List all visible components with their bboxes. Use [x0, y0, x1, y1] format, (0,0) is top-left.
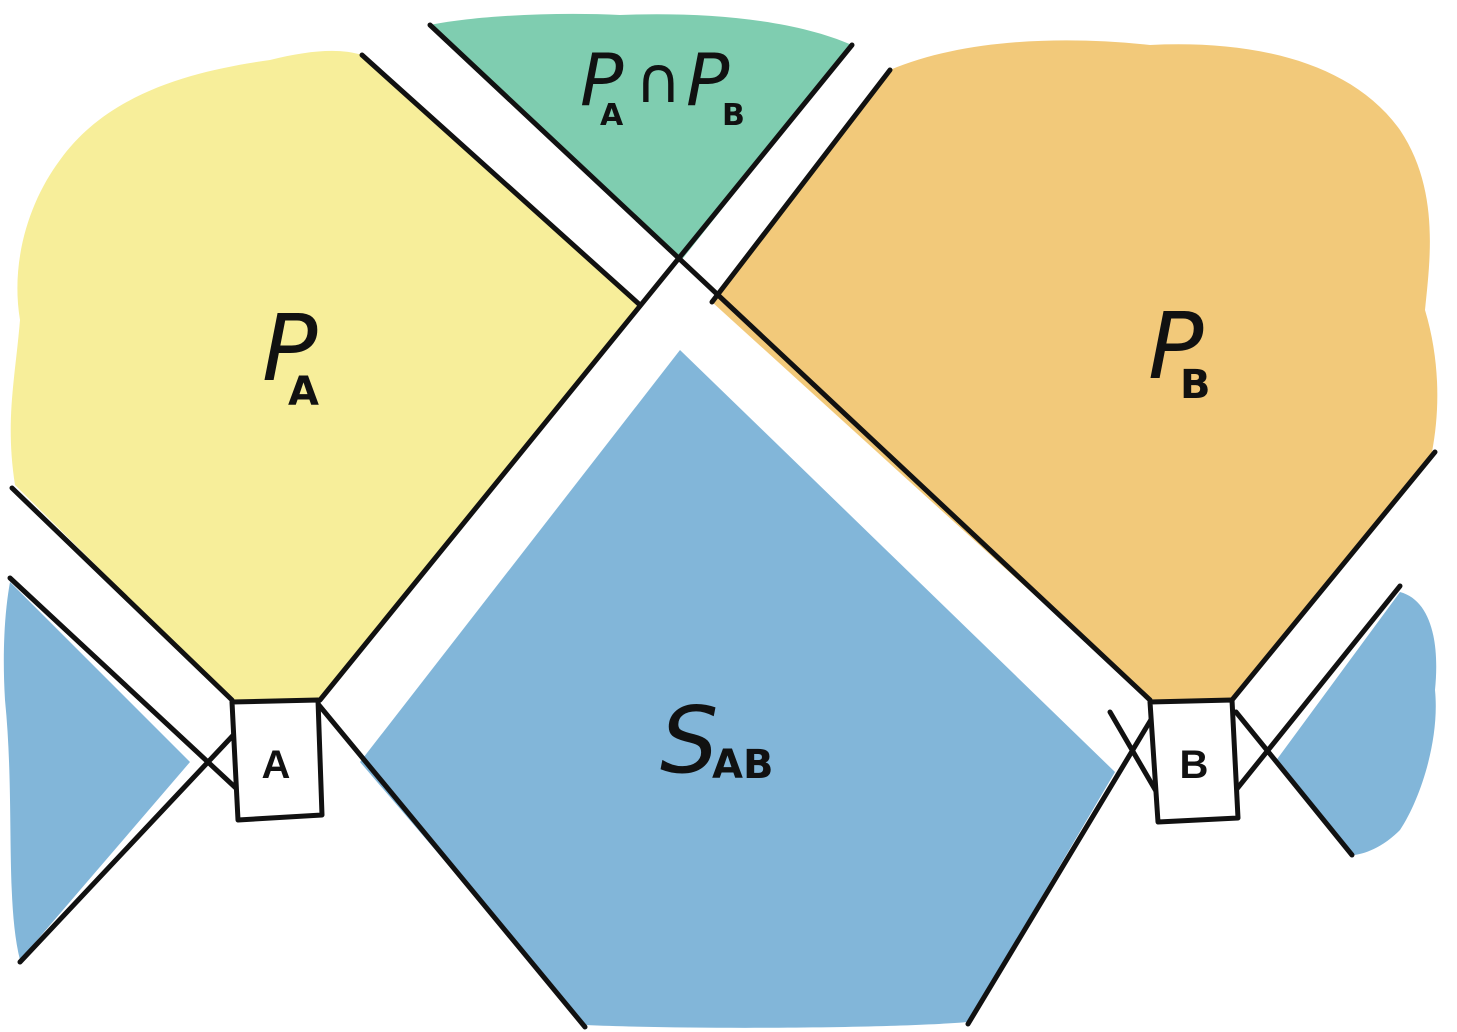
- region-sab-right: [1275, 592, 1437, 855]
- label-sab: S AB: [660, 687, 773, 794]
- label-intersection-left-main: P: [580, 38, 624, 122]
- label-pa-sub: A: [288, 369, 319, 415]
- node-b-label: B: [1180, 743, 1209, 787]
- boundary-line-long-down-left: [317, 42, 855, 703]
- boundary-line-pb-right: [1229, 449, 1438, 703]
- label-intersection-right-main: P: [686, 38, 730, 122]
- region-pb: [712, 40, 1438, 701]
- label-sab-main: S: [660, 687, 718, 794]
- region-sab-left: [3, 582, 191, 960]
- boundary-line-far-right-lower: [1233, 709, 1355, 858]
- label-pa: P A: [262, 295, 319, 415]
- region-pa: [10, 50, 640, 701]
- label-sab-sub: AB: [712, 742, 773, 788]
- boundary-line-far-left-upper: [7, 575, 241, 793]
- label-pb-main: P: [1148, 293, 1204, 400]
- boundary-line-far-left-lower: [17, 725, 243, 965]
- node-a-box: [229, 697, 325, 823]
- boundary-line-long-down-right: [427, 22, 1153, 703]
- label-pb: P B: [1148, 293, 1211, 408]
- boundary-line-far-right-upper: [1233, 583, 1403, 793]
- region-intersection: [430, 13, 852, 263]
- boundary-lines: [7, 22, 1438, 1030]
- node-a-label: A: [262, 743, 291, 787]
- label-intersection-op: ∩: [635, 44, 682, 118]
- node-a: A: [229, 697, 325, 823]
- boundary-line-pb-left: [709, 67, 893, 305]
- boundary-line-sab-right: [965, 705, 1161, 1027]
- node-b-box: [1147, 697, 1241, 825]
- region-sab: [360, 350, 1115, 1028]
- node-b: B: [1147, 697, 1241, 825]
- label-intersection-left-sub: A: [600, 98, 624, 133]
- label-pb-sub: B: [1180, 362, 1211, 408]
- boundary-line-pa-right: [359, 52, 643, 308]
- label-intersection-right-sub: B: [722, 98, 745, 133]
- boundary-line-pa-left: [9, 485, 235, 703]
- label-pa-main: P: [262, 295, 318, 402]
- boundary-line-sab-left: [315, 701, 588, 1030]
- label-intersection: P A ∩ P B: [580, 38, 745, 133]
- boundary-line-b-left: [1107, 709, 1163, 801]
